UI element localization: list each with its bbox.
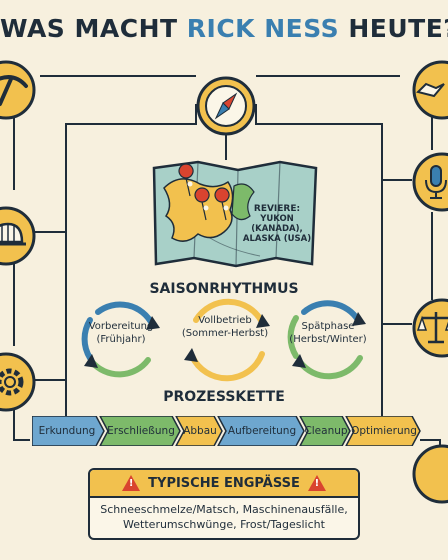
pickaxe-icon xyxy=(0,60,36,120)
saison-arrows xyxy=(81,298,366,382)
title-part-1: WAS MACHT xyxy=(0,14,187,43)
microphone-icon xyxy=(412,152,448,212)
step-erschliessung: Erschließung xyxy=(107,425,175,437)
region-heading: REVIERE: xyxy=(253,204,301,214)
scales-icon xyxy=(412,298,448,358)
phase-sub: (Frühjahr) xyxy=(96,334,146,345)
phase-vorbereitung: Vorbereitung (Frühjahr) xyxy=(84,320,158,346)
engpaesse-box: ! TYPISCHE ENGPÄSSE ! Schneeschmelze/Mat… xyxy=(88,468,360,540)
map-icon xyxy=(152,160,318,268)
engpaesse-line: Wetterumschwünge, Frost/Tageslicht xyxy=(123,518,325,531)
phase-spaetphase: Spätphase (Herbst/Winter) xyxy=(288,320,368,346)
engpaesse-body: Schneeschmelze/Matsch, Maschinenausfälle… xyxy=(90,498,358,532)
region-line: YUKON xyxy=(260,214,294,224)
step-cleanup: Cleanup xyxy=(304,425,348,437)
warning-icon: ! xyxy=(307,475,326,491)
warning-icon: ! xyxy=(122,475,141,491)
region-line: ALASKA (USA) xyxy=(242,234,312,244)
hardhat-icon xyxy=(0,206,36,266)
step-optimierung: Optimierung xyxy=(351,425,417,437)
saison-title: SAISONRHYTHMUS xyxy=(149,281,299,297)
title-part-2: HEUTE? xyxy=(339,14,448,43)
engpaesse-header: ! TYPISCHE ENGPÄSSE ! xyxy=(90,470,358,498)
step-aufbereitung: Aufbereitung xyxy=(227,425,297,437)
phase-label: Vollbetrieb xyxy=(198,315,252,326)
phase-label: Spätphase xyxy=(301,321,355,332)
partial-icon-right xyxy=(412,444,448,504)
prozess-title: PROZESSKETTE xyxy=(163,389,285,405)
handshake-icon xyxy=(412,60,448,120)
page-title: WAS MACHT RICK NESS HEUTE? xyxy=(0,14,448,43)
gear-icon xyxy=(0,352,36,412)
region-line: (KANADA), xyxy=(251,224,303,234)
engpaesse-title: TYPISCHE ENGPÄSSE xyxy=(148,475,300,491)
process-chain-shapes xyxy=(32,416,421,446)
compass-icon xyxy=(196,76,256,136)
title-highlight: RICK NESS xyxy=(186,14,340,43)
step-abbau: Abbau xyxy=(183,425,217,437)
phase-label: Vorbereitung xyxy=(88,321,154,332)
engpaesse-line: Schneeschmelze/Matsch, Maschinenausfälle… xyxy=(100,503,348,516)
phase-vollbetrieb: Vollbetrieb (Sommer-Herbst) xyxy=(180,314,270,340)
step-erkundung: Erkundung xyxy=(38,425,96,437)
region-label: REVIERE: YUKON (KANADA), ALASKA (USA) xyxy=(238,204,316,244)
phase-sub: (Sommer-Herbst) xyxy=(181,328,269,339)
phase-sub: (Herbst/Winter) xyxy=(289,334,367,345)
